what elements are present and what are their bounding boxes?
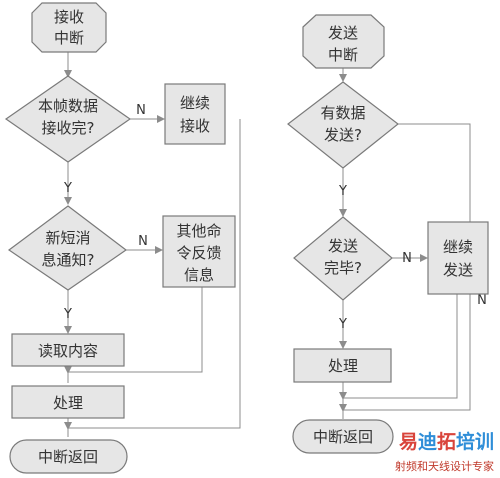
- node-line: 信息: [184, 266, 214, 284]
- send-interrupt-start: 发送 中断: [302, 14, 385, 69]
- sms-decision-yes-label: Y: [63, 307, 72, 322]
- watermark-part: 易: [399, 431, 418, 453]
- done-decision-yes-label: Y: [338, 317, 347, 332]
- arrowhead: [339, 341, 347, 349]
- arrowhead: [64, 366, 72, 374]
- node-line: 发送?: [324, 126, 362, 144]
- interrupt-return-end-right: 中断返回: [292, 419, 394, 454]
- node-line: 息通知?: [42, 251, 95, 269]
- data-decision-no-label: N: [477, 293, 487, 308]
- node-line: 中断返回: [313, 428, 373, 446]
- done-decision-no-label: N: [402, 251, 412, 266]
- edge-continue-receive-to-end: [68, 119, 241, 429]
- arrowhead: [64, 422, 72, 430]
- arrowhead: [339, 74, 347, 82]
- arrowhead: [339, 404, 347, 412]
- node-line: 令反馈: [176, 244, 221, 262]
- node-line: 中断: [54, 29, 84, 47]
- arrowhead: [64, 197, 72, 205]
- arrowhead: [339, 209, 347, 217]
- new-sms-decision: 新短消 息通知?: [7, 205, 128, 291]
- receive-interrupt-start: 接收 中断: [31, 2, 107, 53]
- node-line: 接收: [54, 8, 84, 26]
- watermark-subtitle: 射频和天线设计专家: [395, 459, 494, 473]
- node-line: 本帧数据: [38, 97, 98, 115]
- watermark-part: 培训: [456, 430, 494, 453]
- node-line: 接收: [180, 117, 210, 135]
- frame-decision-no-label: N: [136, 103, 146, 118]
- watermark-logo-text: 易迪拓培训: [399, 430, 494, 453]
- continue-send-box: 继续 发送: [427, 221, 489, 295]
- continue-receive-box: 继续 接收: [164, 83, 226, 145]
- interrupt-return-end-left: 中断返回: [9, 439, 128, 474]
- node-line: 其他命: [176, 222, 221, 240]
- arrowhead: [157, 115, 165, 123]
- left-flow: 接收 中断 本帧数据 接收完? 继续 接收 新短消 息通知? 其他命 令反馈 信…: [4, 2, 236, 474]
- node-line: 中断返回: [38, 448, 98, 466]
- node-line: 完毕?: [324, 259, 362, 277]
- edge-labels-layer: N Y N Y Y N Y N: [63, 103, 487, 332]
- send-done-decision: 发送 完毕?: [293, 216, 393, 301]
- node-line: 发送: [443, 261, 473, 279]
- frame-complete-decision: 本帧数据 接收完?: [4, 75, 132, 163]
- data-decision-yes-label: Y: [338, 184, 347, 199]
- edge-continue-send-return: [343, 294, 458, 399]
- arrowhead: [420, 254, 428, 262]
- node-line: 发送: [328, 237, 358, 255]
- watermark: 易迪拓培训 射频和天线设计专家: [395, 430, 494, 473]
- node-line: 处理: [328, 357, 358, 375]
- has-data-decision: 有数据 发送?: [287, 81, 399, 169]
- node-line: 发送: [328, 24, 358, 42]
- node-line: 中断: [328, 46, 358, 64]
- watermark-part: 迪: [418, 431, 437, 453]
- node-line: 处理: [53, 394, 83, 412]
- node-line: 继续: [180, 94, 210, 112]
- sms-decision-no-label: N: [138, 234, 148, 249]
- node-line: 读取内容: [38, 342, 98, 360]
- read-content-box: 读取内容: [11, 333, 125, 367]
- process-box-right: 处理: [293, 348, 392, 383]
- right-flow: 发送 中断 有数据 发送? 发送 完毕? 继续 发送 处理 中断返回: [287, 14, 489, 454]
- arrowhead: [64, 70, 72, 78]
- other-feedback-box: 其他命 令反馈 信息: [162, 215, 236, 288]
- arrowhead: [339, 392, 347, 400]
- frame-decision-yes-label: Y: [63, 181, 72, 196]
- arrowhead: [155, 246, 163, 254]
- node-line: 接收完?: [42, 119, 95, 137]
- node-line: 有数据: [320, 104, 365, 122]
- watermark-part: 拓: [437, 430, 456, 453]
- edge-feedback-to-process: [68, 287, 203, 373]
- node-line: 继续: [443, 238, 473, 256]
- process-box-left: 处理: [11, 385, 125, 419]
- node-line: 新短消: [45, 229, 90, 247]
- arrowhead: [64, 326, 72, 334]
- edges-layer: [64, 50, 471, 437]
